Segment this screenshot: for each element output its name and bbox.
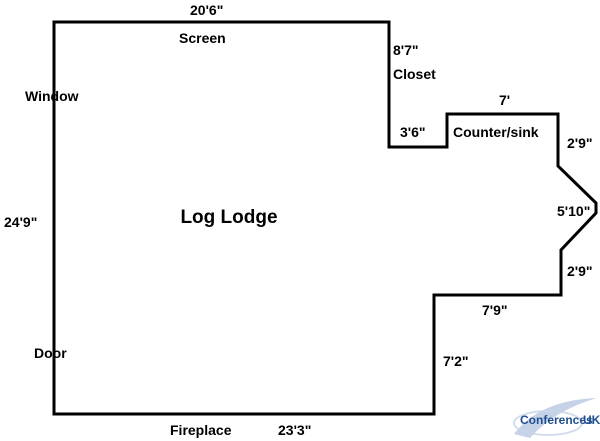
logo-swoosh-ring <box>513 410 583 436</box>
counter-label: Counter/sink <box>453 124 539 140</box>
window-label: Window <box>25 88 79 104</box>
right-lower-label: 2'9" <box>567 263 593 279</box>
room-title: Log Lodge <box>180 207 277 228</box>
right-bay-label: 5'10" <box>557 203 590 219</box>
closet-depth-label: 8'7" <box>393 42 419 58</box>
lower-right-label: 7'2" <box>443 353 469 369</box>
left-height-label: 24'9" <box>4 214 37 230</box>
fireplace-label: Fireplace <box>170 422 232 438</box>
logo-swoosh <box>514 398 597 438</box>
lower-step-label: 7'9" <box>482 302 508 318</box>
top-width-label: 20'6" <box>190 2 223 18</box>
screen-label: Screen <box>179 30 226 46</box>
right-upper-label: 2'9" <box>567 135 593 151</box>
logo-text-uk: UK <box>583 413 600 427</box>
bottom-width-label: 23'3" <box>278 422 311 438</box>
closet-label: Closet <box>393 66 436 82</box>
logo-text-conferences: Conferences <box>520 413 593 427</box>
closet-step-label: 3'6" <box>400 124 426 140</box>
counter-width-label: 7' <box>499 92 510 108</box>
conferences-uk-logo: Conferences UK <box>513 398 600 438</box>
room-outline <box>52 20 598 416</box>
door-label: Door <box>34 345 67 361</box>
